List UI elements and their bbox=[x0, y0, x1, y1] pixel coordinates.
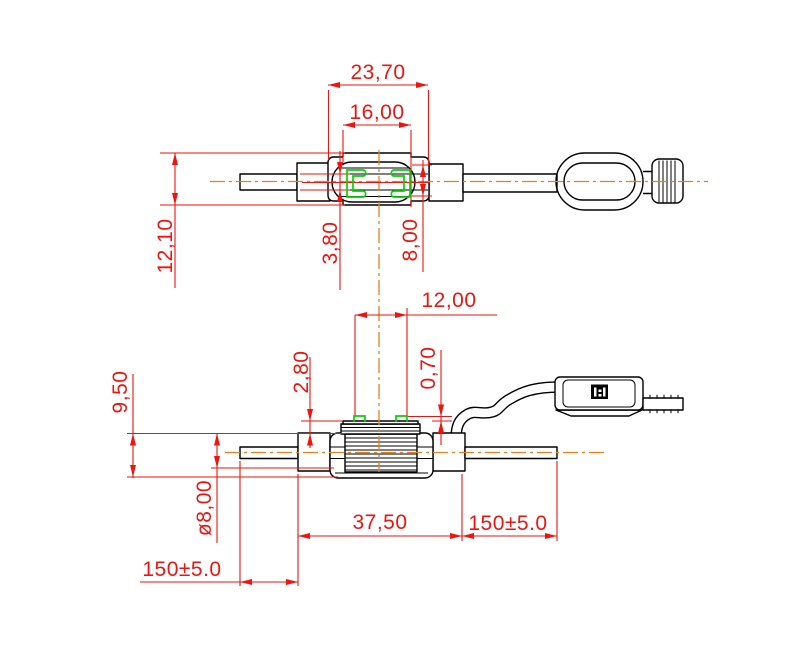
dim-top-width-outer: 23,70 bbox=[327, 61, 430, 166]
arrowhead bbox=[298, 533, 310, 539]
arrowhead bbox=[130, 465, 136, 477]
arrowhead bbox=[337, 190, 343, 202]
dim-label: 16,00 bbox=[349, 101, 404, 124]
arrowhead bbox=[307, 433, 313, 446]
fuse-contacts bbox=[346, 169, 411, 422]
dim-top-height: 12,10 bbox=[154, 152, 345, 288]
arrowhead bbox=[172, 153, 178, 165]
arrowhead bbox=[395, 312, 407, 318]
side-right-fuse-clip bbox=[395, 415, 408, 422]
cap-flange-lines bbox=[341, 427, 420, 432]
top-right-strain-relief bbox=[428, 163, 464, 202]
dimensions: 23,70 16,00 12,10 3,80 8,00 bbox=[109, 61, 558, 586]
top-view bbox=[239, 152, 684, 211]
arrowhead bbox=[438, 421, 444, 433]
dim-label: 2,80 bbox=[290, 351, 313, 394]
arrowhead bbox=[355, 312, 367, 318]
side-left-fuse-clip bbox=[353, 415, 366, 422]
tab-serrations bbox=[649, 394, 679, 414]
arrowhead bbox=[240, 579, 252, 585]
top-right-lead-wire bbox=[462, 173, 558, 193]
dim-side-holder-length: 37,50 bbox=[297, 461, 558, 586]
arrowhead bbox=[130, 433, 136, 446]
dim-label: 12,10 bbox=[154, 218, 177, 273]
cap-top-plate bbox=[342, 420, 419, 425]
dim-side-clip-span: 12,00 bbox=[354, 289, 497, 416]
dim-side-lead-right: 150±5.0 bbox=[462, 512, 557, 539]
arrowhead bbox=[450, 533, 462, 539]
connector-bottom-chamfer bbox=[555, 409, 643, 417]
dim-label: 23,70 bbox=[350, 61, 405, 84]
dim-label: 37,50 bbox=[352, 511, 407, 534]
branch-wire bbox=[450, 381, 561, 440]
dim-side-clip-protrusion: 0,70 bbox=[408, 347, 452, 445]
connector-window bbox=[562, 379, 636, 408]
arrowhead bbox=[172, 193, 178, 205]
dim-side-body-height: 9,50 bbox=[109, 371, 346, 478]
internal-wire-stubs bbox=[330, 446, 433, 459]
arrowhead bbox=[286, 579, 298, 585]
dim-side-lead-left: 150±5.0 bbox=[140, 461, 298, 586]
dim-label: 3,80 bbox=[319, 222, 342, 265]
arrowhead bbox=[214, 433, 220, 446]
arrowhead bbox=[438, 404, 444, 417]
dim-label: 9,50 bbox=[109, 371, 132, 414]
arrowhead bbox=[420, 165, 426, 177]
dim-label: 150±5.0 bbox=[142, 558, 221, 581]
dim-top-width-inner: 16,00 bbox=[342, 101, 412, 207]
arrowhead bbox=[416, 82, 428, 88]
top-right-fuse-clip bbox=[390, 169, 411, 198]
arrowhead bbox=[545, 533, 557, 539]
arrowhead bbox=[328, 82, 340, 88]
fuse-tap-connector bbox=[554, 376, 684, 417]
arrowhead bbox=[420, 184, 426, 196]
arrowhead bbox=[399, 122, 411, 128]
dim-label: 0,70 bbox=[417, 347, 440, 390]
arrowhead bbox=[343, 122, 355, 128]
top-fuse-element-lines bbox=[336, 167, 428, 197]
dim-side-body-diameter: ø8,00 bbox=[193, 433, 334, 543]
dim-label: 12,00 bbox=[421, 289, 476, 312]
centerlines bbox=[210, 150, 708, 472]
dim-side-cap-step: 2,80 bbox=[290, 351, 343, 448]
connector-logo-marks bbox=[594, 387, 606, 397]
arrowhead bbox=[462, 533, 474, 539]
dim-label: 150±5.0 bbox=[468, 512, 547, 535]
arrowhead bbox=[214, 456, 220, 468]
dim-top-fuse-width: 8,00 bbox=[302, 160, 432, 272]
arrowhead bbox=[307, 409, 313, 421]
cap-flange bbox=[340, 423, 421, 435]
arrowhead bbox=[337, 162, 343, 174]
fuse-cap bbox=[340, 420, 421, 473]
cap-ribs bbox=[345, 437, 417, 471]
dim-top-wire-slot: 3,80 bbox=[300, 151, 350, 290]
dim-label: 8,00 bbox=[399, 219, 422, 262]
connector-blade-tab bbox=[642, 397, 684, 411]
dim-label: ø8,00 bbox=[193, 480, 216, 536]
top-left-fuse-clip bbox=[346, 169, 367, 198]
